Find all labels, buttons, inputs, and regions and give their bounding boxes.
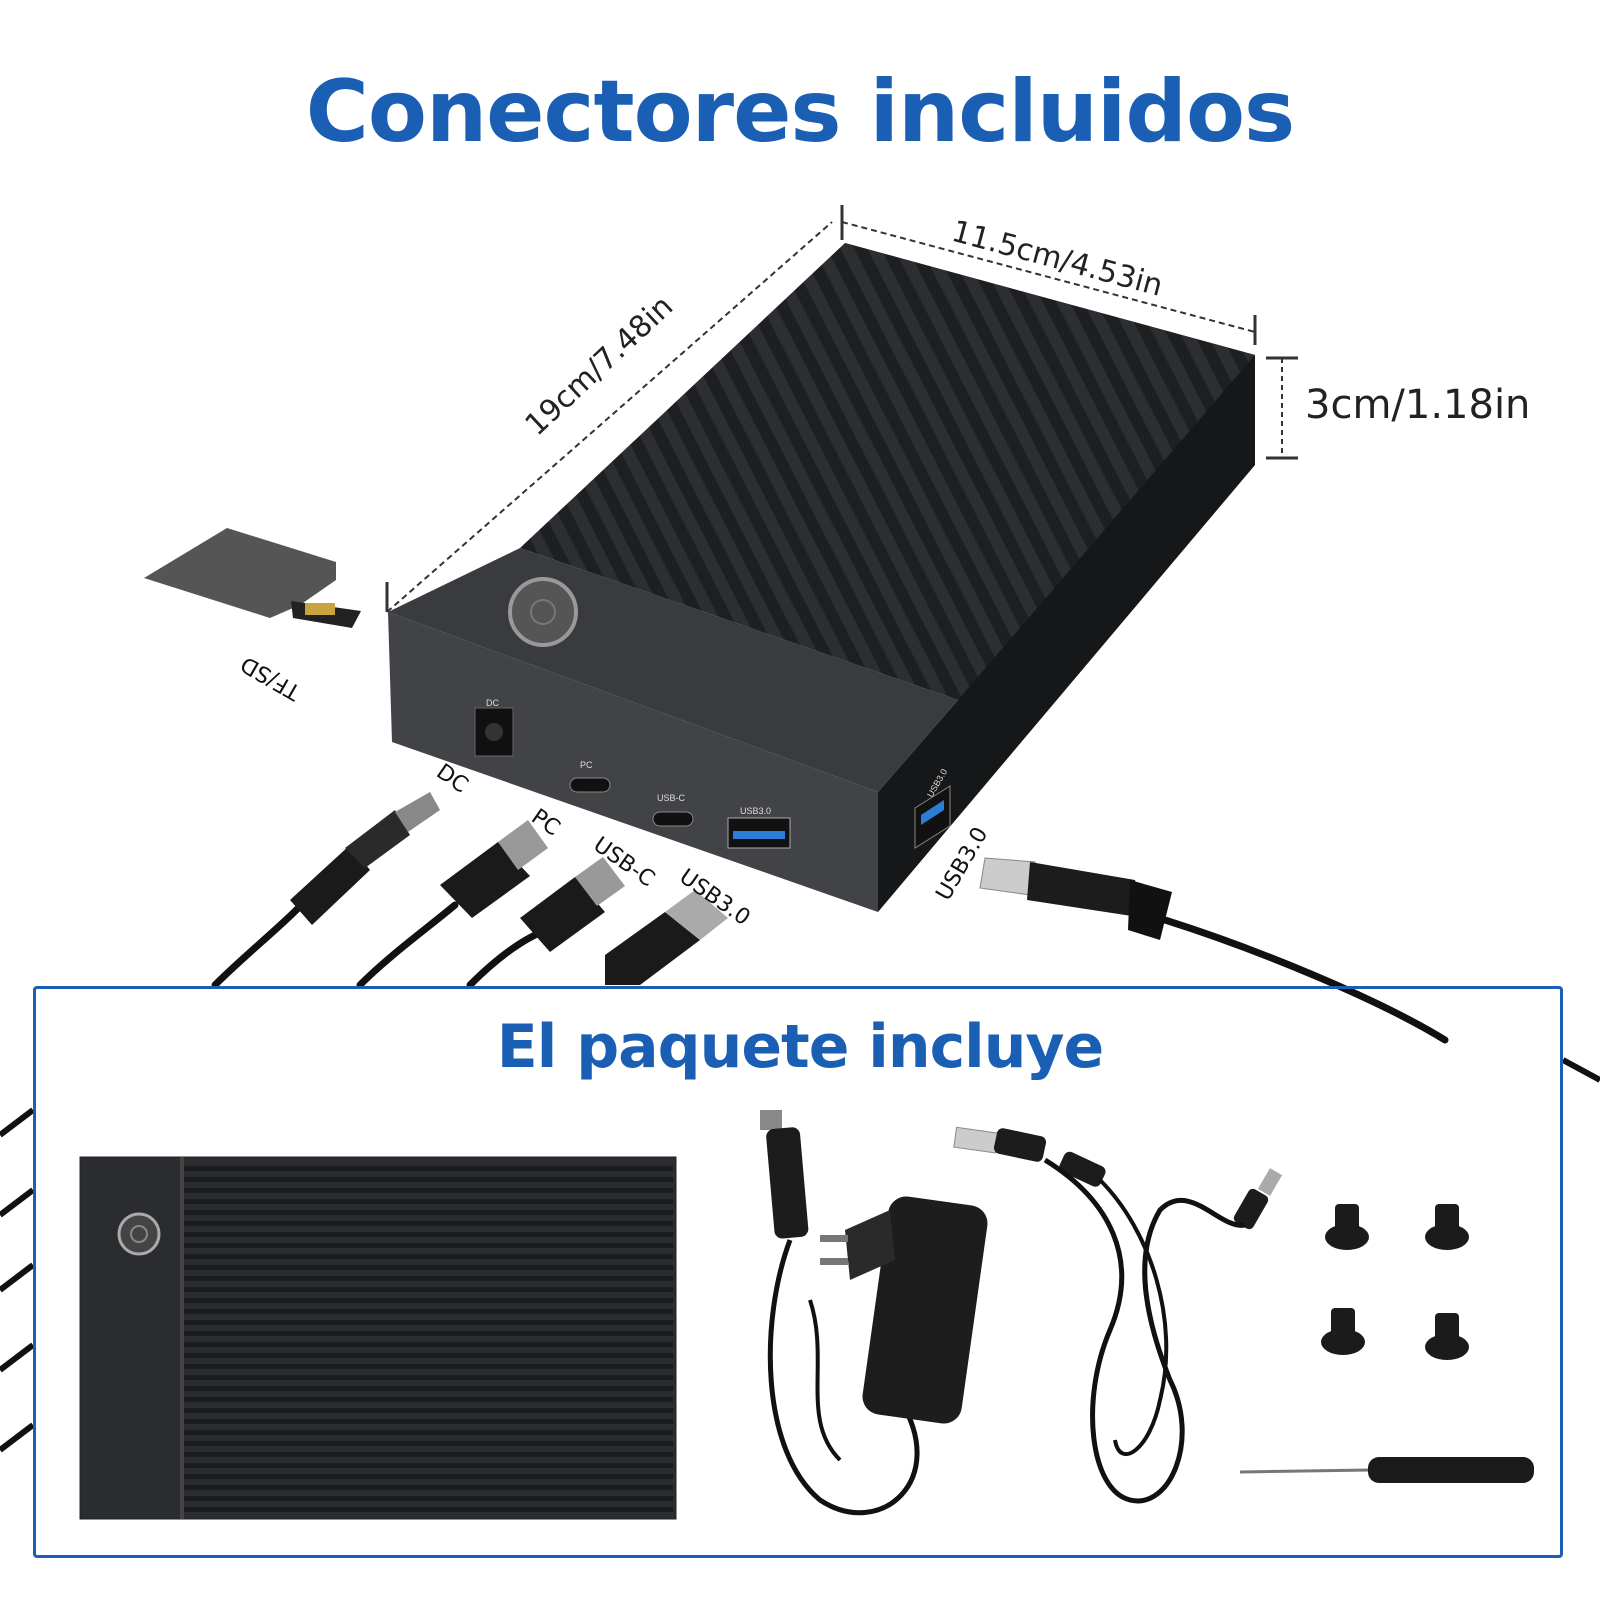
hdd-enclosure: DC PC USB-C USB3.0 USB3.0 <box>388 243 1255 912</box>
sd-card: TF/SD <box>144 528 361 705</box>
pc-port <box>569 777 611 793</box>
package-frame <box>33 986 1563 1558</box>
label-tf-sd: TF/SD <box>237 651 306 705</box>
package-enclosure <box>79 1156 677 1520</box>
usb-cable <box>953 1126 1283 1504</box>
package-title: El paquete incluye <box>496 1012 1104 1082</box>
screws <box>1321 1204 1469 1360</box>
main-title: Conectores incluidos <box>305 62 1295 162</box>
power-button <box>508 577 578 647</box>
height-label: 3cm/1.18in <box>1305 382 1530 428</box>
usb3-plug: USB3.0 <box>605 864 755 985</box>
power-adapter <box>760 1110 988 1516</box>
dimension-height: 3cm/1.18in <box>1266 356 1530 460</box>
length-label: 19cm/7.48in <box>519 289 680 443</box>
pc-port-label: PC <box>580 760 593 770</box>
usb-c-port-label: USB-C <box>657 793 686 803</box>
usb3-port-label: USB3.0 <box>740 806 771 816</box>
screwdriver <box>1239 1457 1534 1483</box>
pc-plug: PC <box>440 804 564 918</box>
dc-plug: DC <box>290 759 472 925</box>
dc-port-label: DC <box>486 698 499 708</box>
usb-c-port <box>652 811 694 827</box>
power-icon <box>530 599 556 625</box>
cable-stubs <box>0 1057 1600 1453</box>
usb3-side-plug: USB3.0 <box>932 823 1172 940</box>
